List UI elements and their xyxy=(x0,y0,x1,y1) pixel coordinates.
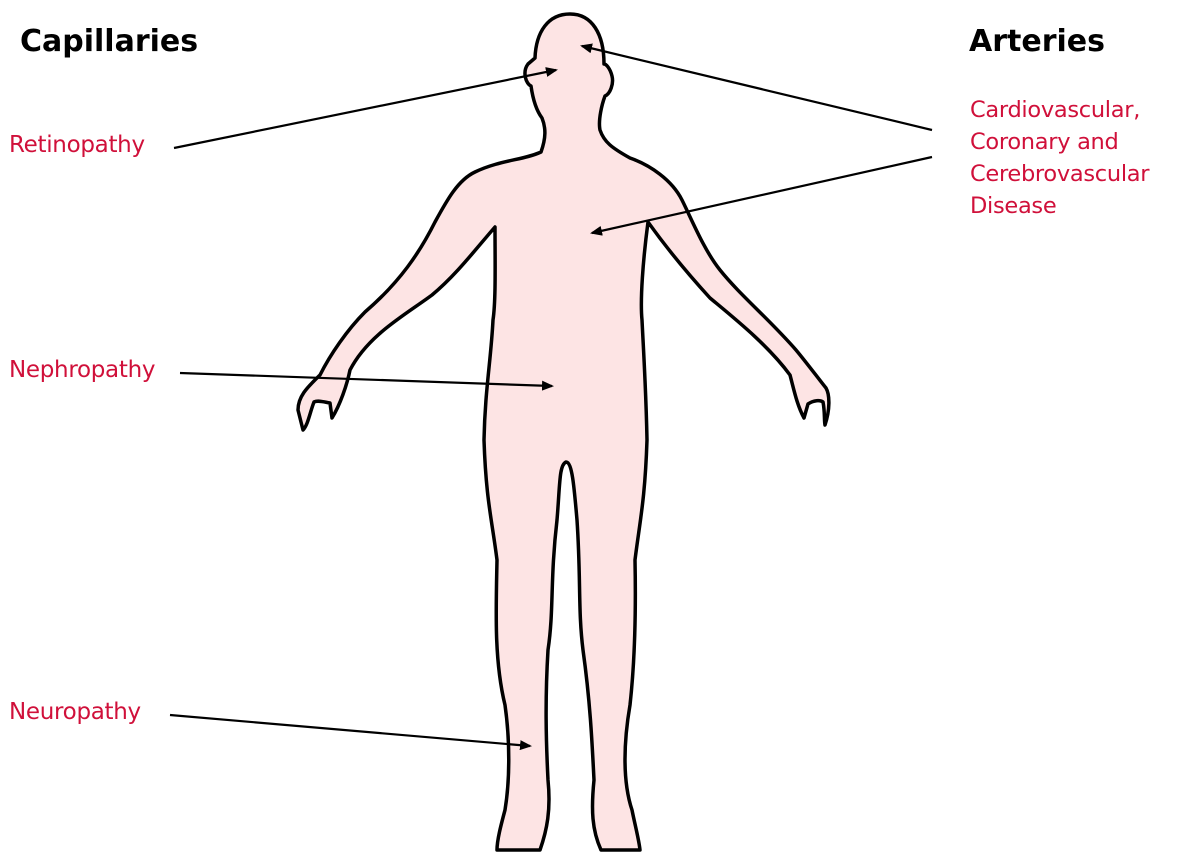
retinopathy-label: Retinopathy xyxy=(9,129,145,161)
cardiovascular-label-line: Coronary and xyxy=(970,126,1149,158)
cardiovascular-label-line: Cerebrovascular xyxy=(970,158,1149,190)
cardiovascular-label-line: Disease xyxy=(970,190,1149,222)
neuropathy-arrow xyxy=(170,715,530,746)
cerebrovascular-arrow xyxy=(582,46,932,130)
human-body-icon xyxy=(298,14,829,850)
retinopathy-arrow xyxy=(174,70,556,148)
neuropathy-label: Neuropathy xyxy=(9,696,141,728)
arteries-heading: Arteries xyxy=(969,25,1105,59)
nephropathy-label: Nephropathy xyxy=(9,354,155,386)
capillaries-heading: Capillaries xyxy=(20,25,198,59)
cardiovascular-label: Cardiovascular, Coronary and Cerebrovasc… xyxy=(970,94,1149,222)
cardiovascular-label-line: Cardiovascular, xyxy=(970,94,1149,126)
body-silhouette xyxy=(298,14,829,850)
